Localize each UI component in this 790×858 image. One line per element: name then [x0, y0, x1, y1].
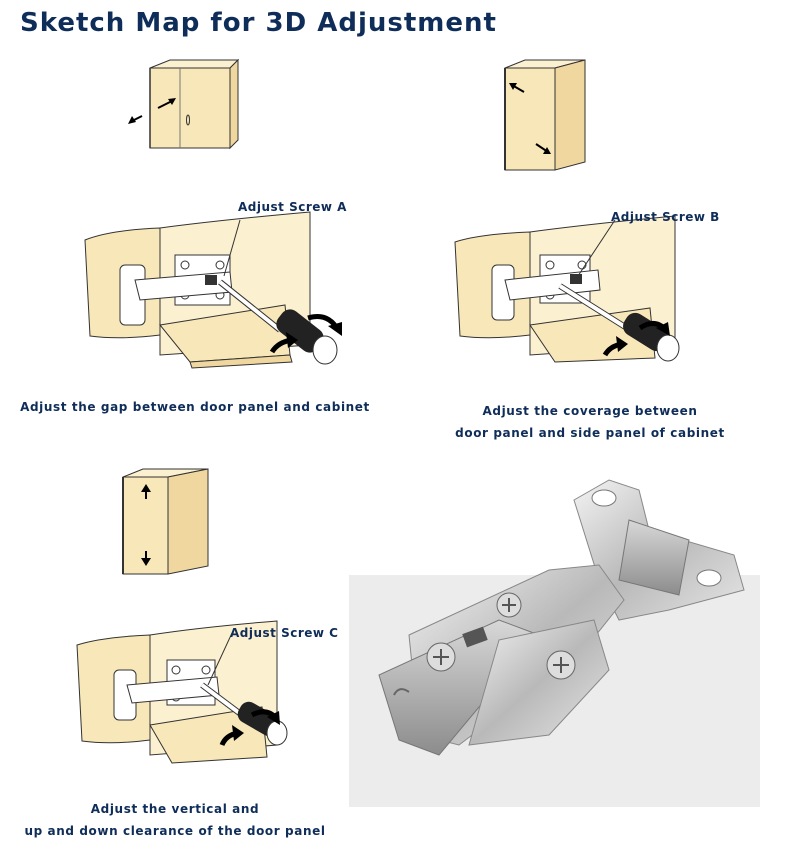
caption-coverage-line-1: Adjust the coverage between: [482, 404, 698, 418]
caption-coverage: Adjust the coverage between door panel a…: [440, 400, 740, 444]
caption-vertical-line-1: Adjust the vertical and: [90, 802, 260, 816]
cabinet-icon-gap: [128, 58, 240, 150]
hinge-diagram-c: [76, 620, 288, 764]
screw-b-label: Adjust Screw B: [611, 210, 720, 224]
screw-a-label: Adjust Screw A: [238, 200, 347, 214]
caption-gap-line: Adjust the gap between door panel and ca…: [20, 400, 370, 414]
cabinet-icon-vertical: [122, 468, 209, 575]
caption-coverage-line-2: door panel and side panel of cabinet: [455, 426, 725, 440]
screw-c-label: Adjust Screw C: [230, 626, 339, 640]
cabinet-icon-coverage: [504, 59, 586, 171]
caption-gap: Adjust the gap between door panel and ca…: [20, 400, 370, 414]
caption-vertical-line-2: up and down clearance of the door panel: [24, 824, 326, 838]
page-title: Sketch Map for 3D Adjustment: [20, 8, 497, 38]
hinge-diagram-b: [454, 215, 680, 363]
hinge-photo: [378, 479, 745, 756]
caption-vertical: Adjust the vertical and up and down clea…: [10, 798, 340, 842]
hinge-diagram-a: [84, 211, 342, 369]
